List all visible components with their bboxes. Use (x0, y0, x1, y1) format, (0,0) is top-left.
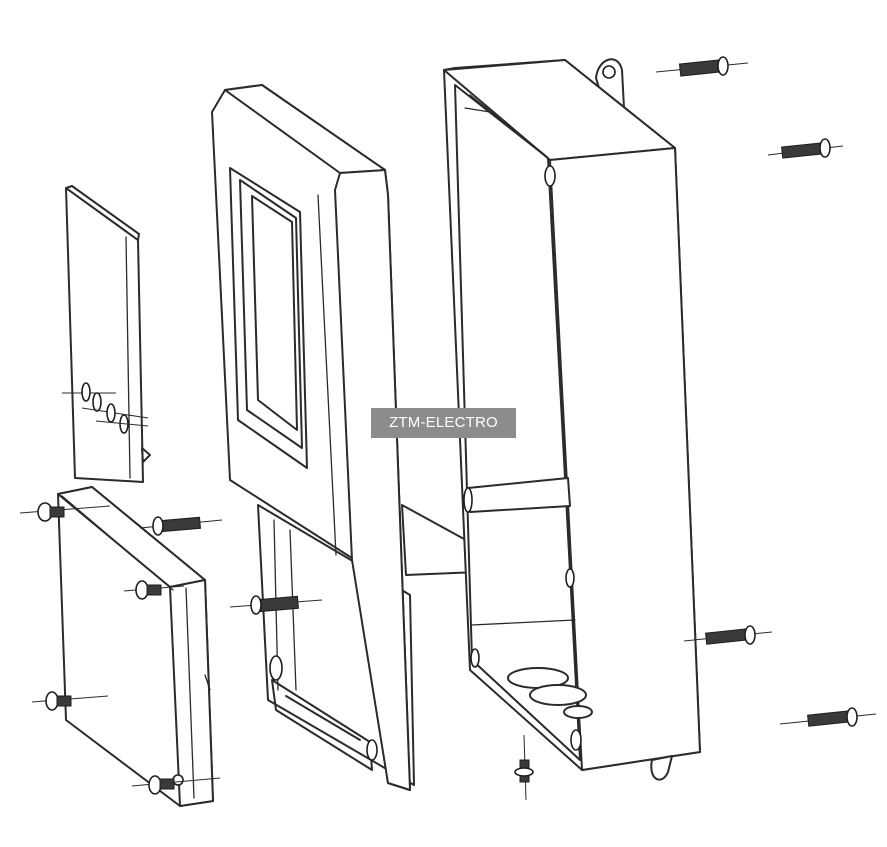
screw (229, 595, 323, 615)
screw (767, 138, 844, 159)
screw (514, 734, 534, 801)
back-housing (443, 58, 701, 781)
screw (123, 580, 185, 600)
screw (131, 775, 221, 795)
front-cover (57, 486, 214, 807)
inner-mounting-panel (62, 185, 151, 483)
panel-terminal-studs (62, 382, 149, 434)
screw (19, 502, 111, 522)
screw (655, 56, 749, 77)
screw (779, 707, 877, 727)
watermark-label: ZTM-ELECTRO (371, 408, 516, 438)
screw (139, 516, 223, 536)
front-frame (211, 84, 479, 791)
screw (683, 625, 773, 645)
screw (31, 691, 109, 711)
assembly-screws (19, 56, 877, 801)
